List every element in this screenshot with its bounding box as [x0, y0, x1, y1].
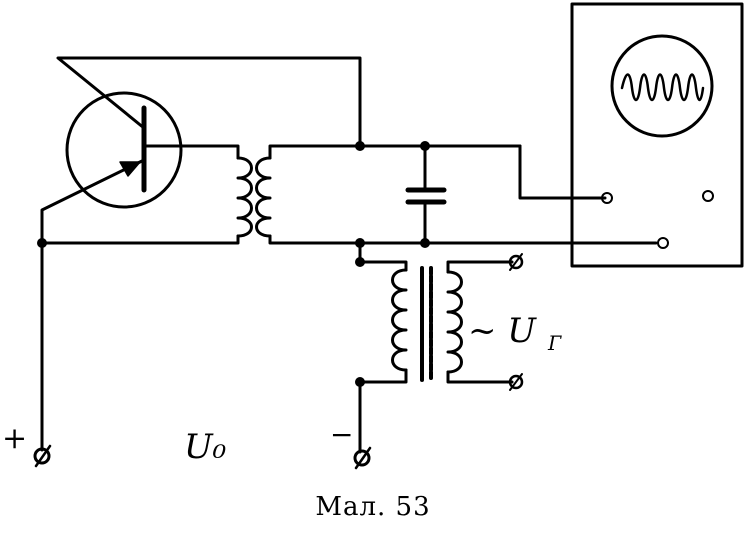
emitter-arrow — [119, 161, 141, 177]
modulator-secondary-coil — [446, 270, 463, 374]
junction-dot — [420, 238, 430, 248]
modulator-top-wire — [358, 260, 408, 272]
primary-coil — [236, 156, 253, 238]
terminal-slash — [354, 446, 372, 470]
scope-input-wire — [518, 144, 607, 200]
terminal-slash — [509, 373, 523, 391]
scope-terminal-y — [601, 192, 613, 204]
oscilloscope-waveform — [620, 73, 705, 102]
emitter-lead — [40, 158, 146, 246]
junction-dot — [355, 141, 365, 151]
generator-terminal-bottom — [508, 374, 524, 390]
secondary-bottom-wire — [268, 234, 362, 245]
junction-dot — [420, 141, 430, 151]
label-minus: − — [330, 418, 353, 451]
junction-dot — [355, 238, 365, 248]
collector-lead — [56, 56, 362, 148]
junction-dot — [37, 238, 47, 248]
label-generator-subscript: Г — [547, 331, 562, 355]
base-wire — [142, 144, 240, 160]
label-generator-voltage: ~ U — [468, 311, 537, 351]
transistor-body — [65, 91, 183, 209]
junction-dot — [355, 257, 365, 267]
figure-caption: Мал. 53 — [315, 492, 431, 522]
modulator-primary-coil — [391, 268, 408, 372]
secondary-coil — [255, 156, 272, 238]
modulator-bottom-wire — [358, 368, 408, 384]
transistor — [40, 56, 362, 246]
supply-terminal-negative — [353, 449, 371, 467]
supply-terminal-positive — [33, 447, 51, 465]
terminal-slash — [509, 253, 523, 271]
generator-bottom-wire — [446, 370, 514, 384]
label-supply-voltage: U₀ — [184, 427, 227, 467]
oscilloscope-box — [570, 2, 744, 268]
label-plus: + — [2, 421, 27, 456]
oscilloscope-screen — [610, 34, 714, 138]
junction-dot — [355, 377, 365, 387]
terminal-slash — [34, 444, 52, 468]
secondary-top-wire — [268, 144, 362, 160]
primary-return-wire — [40, 234, 240, 245]
junction-dots — [37, 141, 430, 387]
oscilloscope — [570, 2, 744, 268]
scope-terminal-ground — [657, 237, 669, 249]
scope-terminal-aux — [702, 190, 714, 202]
generator-terminal-top — [508, 254, 524, 270]
generator-top-wire — [446, 260, 514, 274]
